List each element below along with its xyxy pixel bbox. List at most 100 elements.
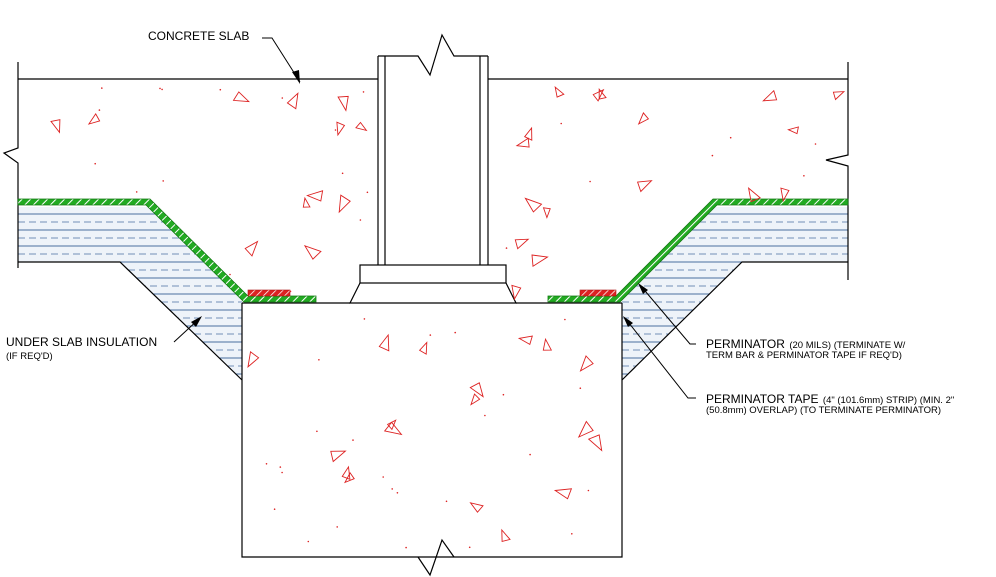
- aggregate-dot: [429, 334, 432, 336]
- aggregate-triangle: [302, 196, 311, 208]
- aggregate-triangle: [303, 244, 322, 260]
- perminator-note: TERM BAR & PERMINATOR TAPE IF REQ'D): [706, 350, 902, 361]
- aggregate-dot: [502, 393, 505, 396]
- concrete-aggregate-marks: [50, 85, 846, 549]
- aggregate-dot: [341, 172, 344, 175]
- aggregate-dot: [560, 122, 562, 125]
- aggregate-triangle: [355, 121, 368, 132]
- aggregate-triangle: [762, 89, 778, 102]
- aggregate-triangle: [378, 333, 390, 352]
- aggregate-dot: [391, 488, 394, 490]
- aggregate-triangle: [554, 85, 565, 98]
- perminator-label: PERMINATOR (20 MILS) (TERMINATE W/: [706, 335, 905, 353]
- aggregate-triangle: [515, 137, 530, 148]
- aggregate-dot: [318, 359, 320, 361]
- aggregate-dot: [273, 508, 276, 511]
- aggregate-triangle: [50, 119, 61, 134]
- aggregate-dot: [396, 492, 399, 494]
- aggregate-triangle: [592, 88, 605, 102]
- aggregate-triangle: [87, 113, 101, 125]
- aggregate-dot: [98, 109, 101, 111]
- aggregate-dot: [803, 175, 805, 177]
- perminator-title: PERMINATOR: [706, 337, 785, 351]
- perminator-tape: [247, 289, 617, 297]
- aggregate-dot: [94, 162, 96, 165]
- aggregate-dot: [382, 476, 385, 478]
- aggregate-dot: [564, 318, 566, 321]
- perminator-spec: (20 MILS) (TERMINATE W/: [789, 340, 906, 351]
- under-slab-insulation-note: (IF REQ'D): [6, 351, 53, 362]
- aggregate-triangle: [637, 112, 650, 125]
- aggregate-triangle: [514, 238, 530, 250]
- aggregate-dot: [711, 154, 714, 157]
- aggregate-triangle: [636, 180, 653, 193]
- aggregate-triangle: [247, 351, 260, 369]
- aggregate-triangle: [587, 434, 603, 452]
- aggregate-triangle: [338, 194, 351, 214]
- aggregate-dot: [316, 430, 318, 433]
- aggregate-triangle: [577, 420, 594, 438]
- aggregate-triangle: [542, 207, 551, 219]
- aggregate-dot: [579, 387, 582, 390]
- aggregate-triangle: [341, 465, 351, 480]
- aggregate-triangle: [579, 355, 594, 372]
- aggregate-triangle: [747, 186, 761, 203]
- aggregate-dot: [366, 191, 369, 194]
- aggregate-dot: [352, 439, 354, 441]
- aggregate-dot: [229, 273, 231, 276]
- under-slab-insulation-label: UNDER SLAB INSULATION: [6, 335, 158, 349]
- aggregate-triangle: [418, 341, 428, 355]
- aggregate-dot: [279, 466, 282, 468]
- aggregate-triangle: [344, 472, 355, 484]
- aggregate-triangle: [337, 95, 349, 112]
- aggregate-triangle: [832, 91, 846, 101]
- aggregate-triangle: [386, 419, 397, 431]
- aggregate-dot: [161, 88, 163, 91]
- aggregate-dot: [814, 143, 817, 145]
- aggregate-dot: [265, 463, 268, 465]
- concrete-slab-label: CONCRETE SLAB: [148, 29, 250, 43]
- aggregate-dot: [405, 546, 407, 549]
- aggregate-dot: [162, 180, 164, 182]
- aggregate-triangle: [286, 92, 299, 110]
- aggregate-triangle: [244, 240, 259, 257]
- leader-arrowheads: [191, 70, 648, 327]
- aggregate-dot: [505, 247, 508, 249]
- aggregate-triangle: [306, 190, 324, 202]
- aggregate-triangle: [511, 284, 522, 301]
- aggregate-dot: [454, 331, 457, 334]
- aggregate-triangle: [469, 382, 484, 398]
- aggregate-dot: [281, 471, 283, 474]
- aggregate-triangle: [469, 502, 484, 513]
- aggregate-dot: [219, 88, 222, 91]
- aggregate-triangle: [330, 450, 347, 463]
- aggregate-dot: [729, 136, 732, 139]
- aggregate-dot: [484, 414, 486, 417]
- aggregate-dot: [281, 97, 284, 99]
- perminator-tape-label: PERMINATOR TAPE (4" (101.6mm) STRIP) (MI…: [706, 390, 954, 408]
- aggregate-triangle: [553, 488, 573, 500]
- aggregate-triangle: [524, 197, 543, 213]
- aggregate-triangle: [470, 393, 481, 406]
- aggregate-dot: [359, 219, 362, 221]
- aggregate-triangle: [232, 91, 251, 103]
- perminator-membrane: [17, 198, 849, 303]
- aggregate-dot: [336, 526, 339, 528]
- aggregate-dot: [587, 489, 590, 492]
- aggregate-dot: [307, 540, 310, 543]
- structure-outline: [2, 33, 849, 577]
- aggregate-dot: [589, 180, 591, 183]
- aggregate-dot: [101, 87, 103, 89]
- aggregate-dot: [362, 91, 365, 93]
- aggregate-dot: [289, 290, 292, 293]
- aggregate-triangle: [517, 335, 533, 346]
- leader-lines: [173, 37, 696, 399]
- aggregate-dot: [334, 129, 337, 131]
- aggregate-triangle: [531, 254, 549, 267]
- perminator-tape-title: PERMINATOR TAPE: [706, 392, 819, 406]
- aggregate-triangle: [501, 528, 511, 542]
- aggregate-triangle: [787, 126, 799, 135]
- aggregate-dot: [363, 318, 366, 320]
